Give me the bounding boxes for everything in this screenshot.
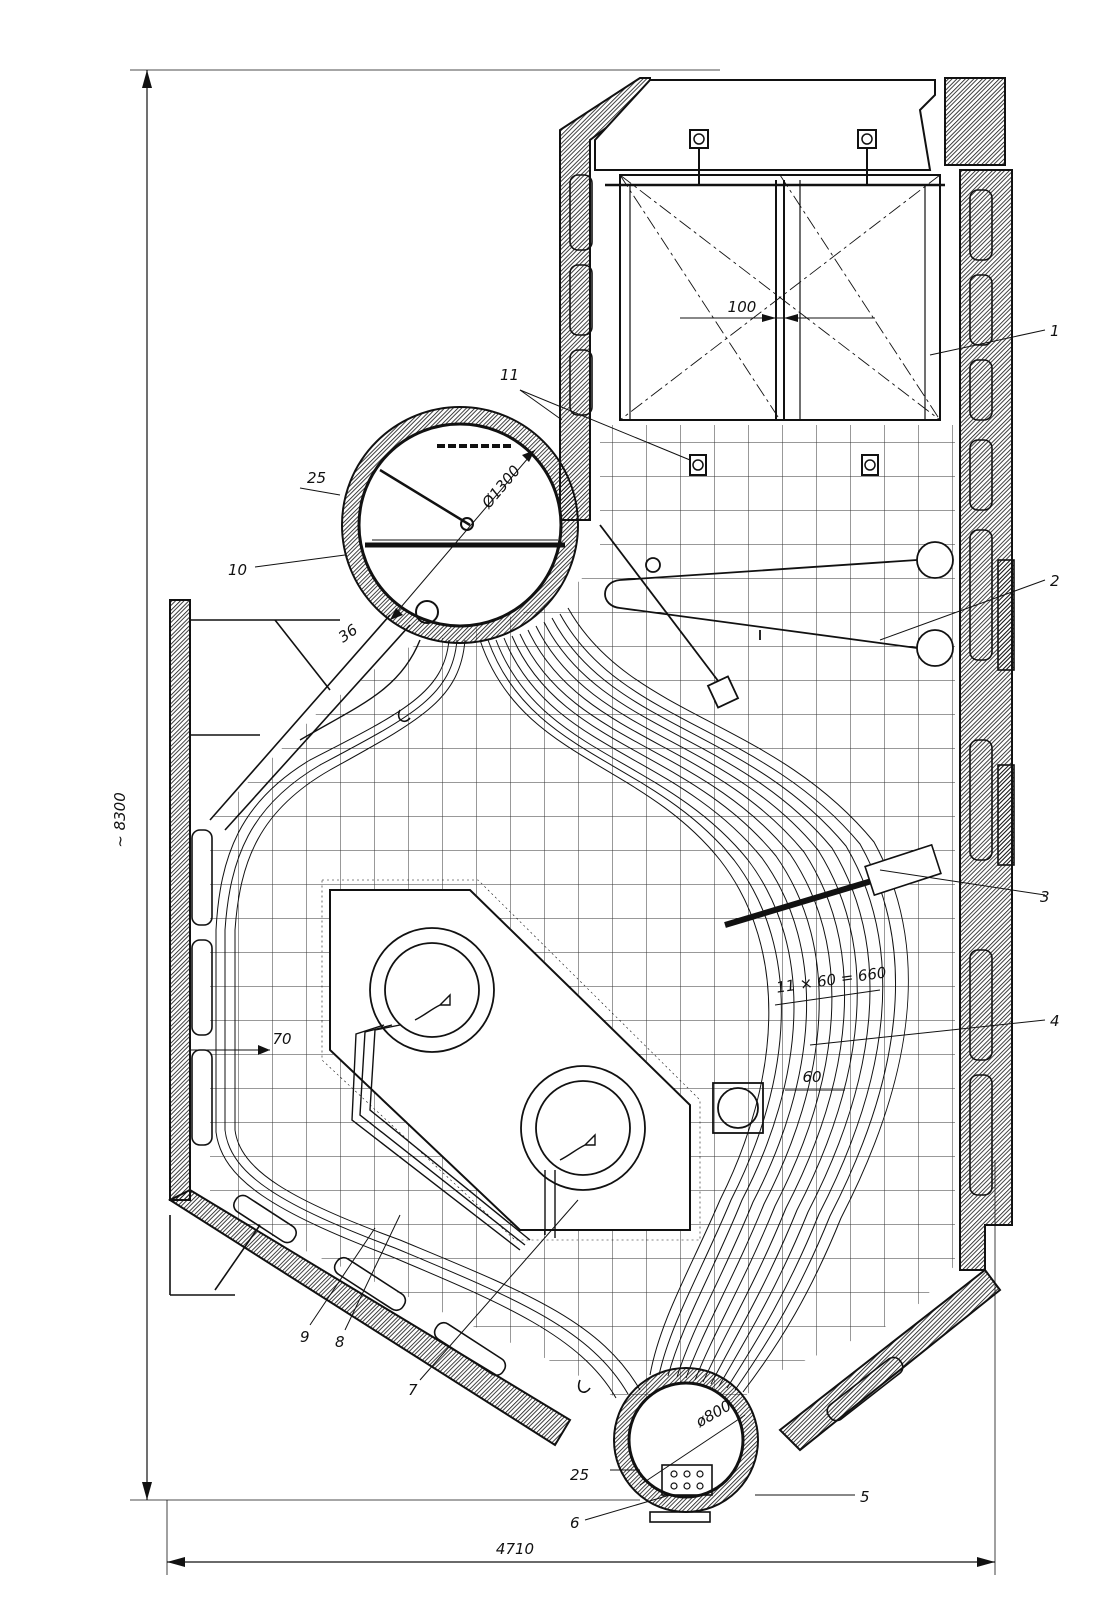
callout-numbers: 1 2 3 4 5 6 7 8 9 10 11 [228,322,1060,1532]
dim-lower-drum-wall: 25 [570,1466,589,1484]
left-support-frame [169,614,411,1296]
steam-separator [599,524,954,709]
callout-8: 8 [335,1333,345,1351]
convection-tube-bundle: 11 × 60 = 660 60 70 [190,607,942,1399]
dim-upper-drum-wall: 25 [307,469,326,487]
callout-10: 10 [228,561,247,579]
tile-floor-grid [210,425,955,1400]
dim-tube-spacing: 100 [728,298,757,316]
dim-tube-pitch: 60 [802,1068,821,1086]
overall-width-dimension: 4710 [166,1160,996,1575]
callout-1: 1 [1050,322,1060,340]
dim-width-label: 4710 [496,1540,534,1558]
superheater-section: 100 [594,79,945,476]
left-wall-panels [191,174,593,1146]
dim-left-gap: 70 [272,1030,291,1048]
furnace-casing [167,77,1013,1452]
bottom-wall-panels [233,1194,904,1422]
dim-upper-drum-thickness: 36 [335,621,361,647]
dim-height-label: ~ 8300 [111,792,129,848]
callout-4: 4 [1050,1012,1060,1030]
callouts [254,329,1046,1521]
upper-drum: Ø1300 25 36 [299,406,579,647]
callout-11: 11 [500,366,519,384]
callout-3: 3 [1040,888,1050,906]
right-wall-panels [969,189,1015,1196]
lower-drum: ø800 25 [570,1367,759,1523]
callout-2: 2 [1050,572,1060,590]
callout-7: 7 [408,1381,418,1399]
callout-6: 6 [570,1514,580,1532]
callout-9: 9 [300,1328,310,1346]
callout-5: 5 [860,1488,870,1506]
burner-box [321,879,764,1251]
overall-height-dimension: ~ 8300 [111,69,720,1501]
